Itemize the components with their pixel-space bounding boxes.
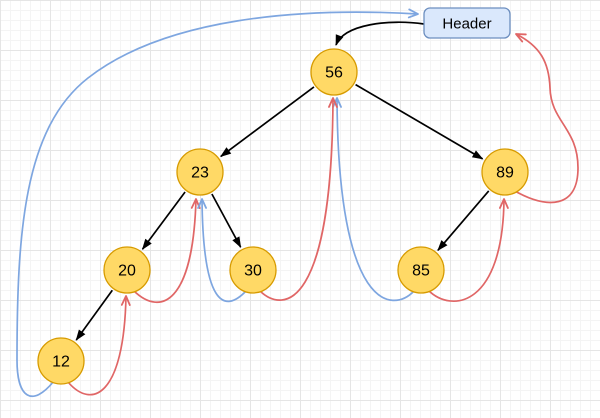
edge-23-to-20 <box>141 191 186 250</box>
thread-red-85-to-89 <box>427 198 509 303</box>
node-label-85: 85 <box>412 263 430 280</box>
tree-node-23: 23 <box>176 148 224 196</box>
thread-red-89-to-header <box>512 33 579 204</box>
node-circle-85 <box>397 246 445 294</box>
edge-89-to-85 <box>437 190 490 252</box>
node-circle-89 <box>481 148 529 196</box>
node-label-30: 30 <box>244 263 262 280</box>
tree-node-12: 12 <box>37 337 85 385</box>
edge-20-to-12 <box>75 289 114 341</box>
header-rect <box>423 7 511 39</box>
edge-23-to-30 <box>211 193 242 249</box>
thread-red-30-to-56 <box>259 97 338 301</box>
thread-red-20-to-23 <box>133 198 201 304</box>
thread-blue-30-to-23 <box>197 198 247 303</box>
header-box: Header <box>423 7 511 39</box>
node-label-56: 56 <box>325 65 343 82</box>
node-circle-12 <box>37 337 85 385</box>
thread-blue-12-to-header <box>16 8 419 398</box>
tree-node-30: 30 <box>229 246 277 294</box>
node-circle-20 <box>103 246 151 294</box>
tree-node-89: 89 <box>481 148 529 196</box>
thread-blue-85-to-56 <box>332 97 415 302</box>
thread-red-12-to-20 <box>67 295 131 396</box>
header-label: Header <box>442 15 491 32</box>
node-circle-23 <box>176 148 224 196</box>
node-label-20: 20 <box>118 263 136 280</box>
node-label-12: 12 <box>52 354 70 371</box>
edge-56-to-23 <box>220 86 315 158</box>
tree-node-56: 56 <box>310 48 358 96</box>
edge-56-to-89 <box>355 83 484 160</box>
node-label-23: 23 <box>191 165 209 182</box>
node-label-89: 89 <box>496 165 514 182</box>
tree-node-85: 85 <box>397 246 445 294</box>
node-circle-56 <box>310 48 358 96</box>
edge-header-to-56 <box>335 21 425 46</box>
tree-node-20: 20 <box>103 246 151 294</box>
node-circle-30 <box>229 246 277 294</box>
